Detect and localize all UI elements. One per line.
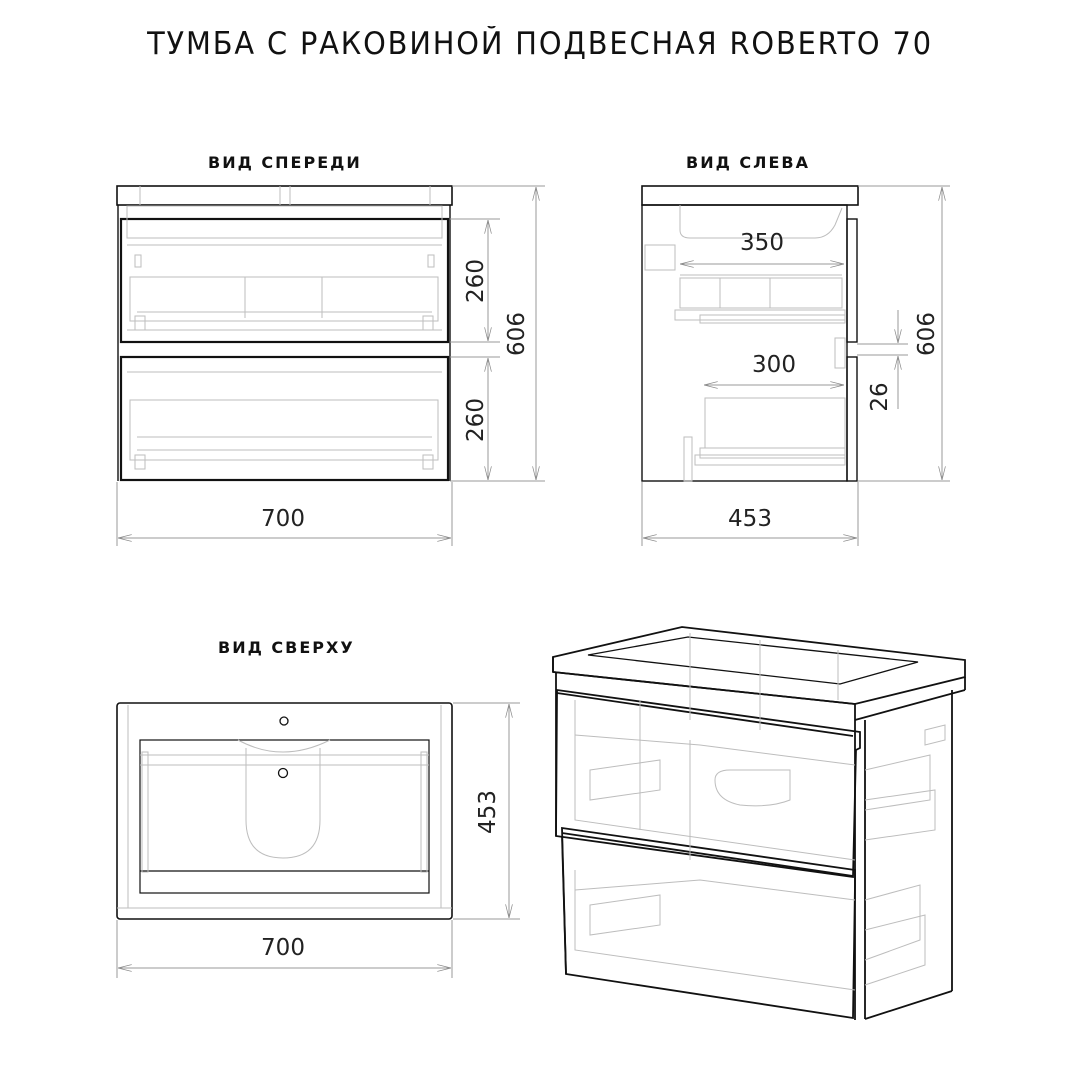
top-view-label: ВИД СВЕРХУ [218, 638, 355, 657]
top-drawer-front [119, 217, 450, 344]
left-view: 350 300 453 26 606 [641, 185, 950, 546]
left-height-dimension: 606 [914, 312, 940, 356]
front-view: 700 260 260 606 [116, 185, 545, 546]
front-view-label: ВИД СПЕРЕДИ [208, 153, 362, 172]
top-depth-dimension: 453 [475, 790, 501, 834]
page-title: ТУМБА С РАКОВИНОЙ ПОДВЕСНАЯ ROBERTO 70 [147, 26, 933, 62]
front-top-drawer-dimension: 260 [463, 259, 489, 303]
top-width-dimension: 700 [261, 935, 305, 961]
left-top-drawer-depth: 350 [740, 230, 784, 256]
front-bottom-drawer-dimension: 260 [463, 398, 489, 442]
front-width-dimension: 700 [261, 506, 305, 532]
left-depth-dimension: 453 [728, 506, 772, 532]
drain-hole [277, 767, 289, 779]
top-drawer-side [846, 218, 858, 343]
front-height-dimension: 606 [504, 312, 530, 356]
faucet-hole [279, 716, 289, 726]
top-view: 700 453 [116, 702, 520, 978]
left-bottom-drawer-depth: 300 [752, 352, 796, 378]
left-view-label: ВИД СЛЕВА [686, 153, 810, 172]
isometric-view [552, 626, 966, 1020]
bottom-drawer-front [119, 355, 450, 482]
left-gap-dimension: 26 [867, 382, 893, 411]
bottom-drawer-side [846, 356, 858, 482]
